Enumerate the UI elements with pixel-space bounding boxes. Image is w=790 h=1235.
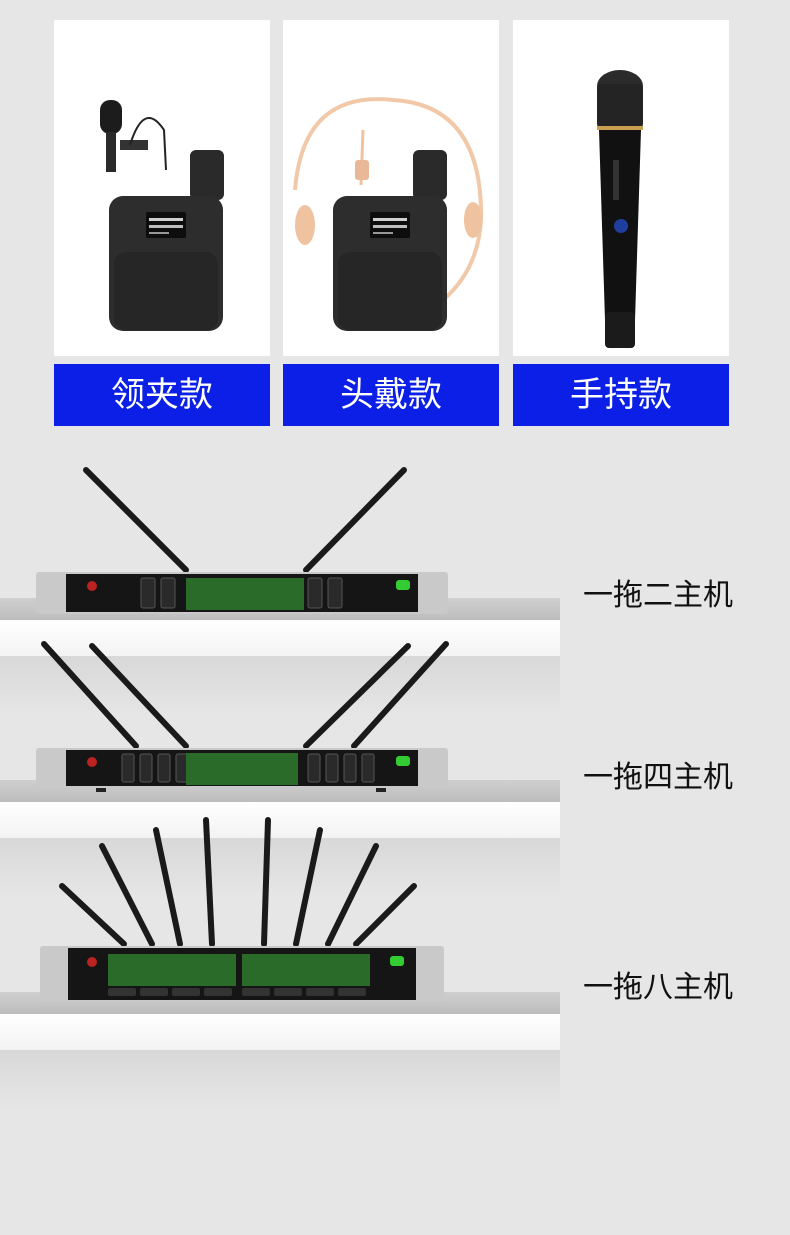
shelf-3-front xyxy=(0,1014,560,1050)
shelf-2-front xyxy=(0,802,560,838)
product-label-handheld: 手持款 xyxy=(513,364,729,426)
receiver-4ch xyxy=(36,641,449,792)
receiver-caption-2ch: 一拖二主机 xyxy=(583,578,733,613)
headset-mic-icon xyxy=(293,97,484,331)
shelf-3-shadow xyxy=(0,1050,560,1110)
receiver-2ch xyxy=(36,467,448,614)
product-card-handheld xyxy=(513,20,729,356)
product-label-headset: 头戴款 xyxy=(283,364,499,426)
product-card-headset xyxy=(283,20,499,356)
product-card-lavalier xyxy=(54,20,270,356)
shelf-1-shadow xyxy=(0,656,560,716)
lavalier-mic-icon xyxy=(100,100,224,331)
handheld-mic-icon xyxy=(597,70,643,348)
product-label-lavalier: 领夹款 xyxy=(54,364,270,426)
receiver-caption-4ch: 一拖四主机 xyxy=(583,760,733,795)
receiver-caption-8ch: 一拖八主机 xyxy=(583,970,733,1005)
receiver-8ch xyxy=(40,817,444,1002)
shelf-2-shadow xyxy=(0,838,560,898)
